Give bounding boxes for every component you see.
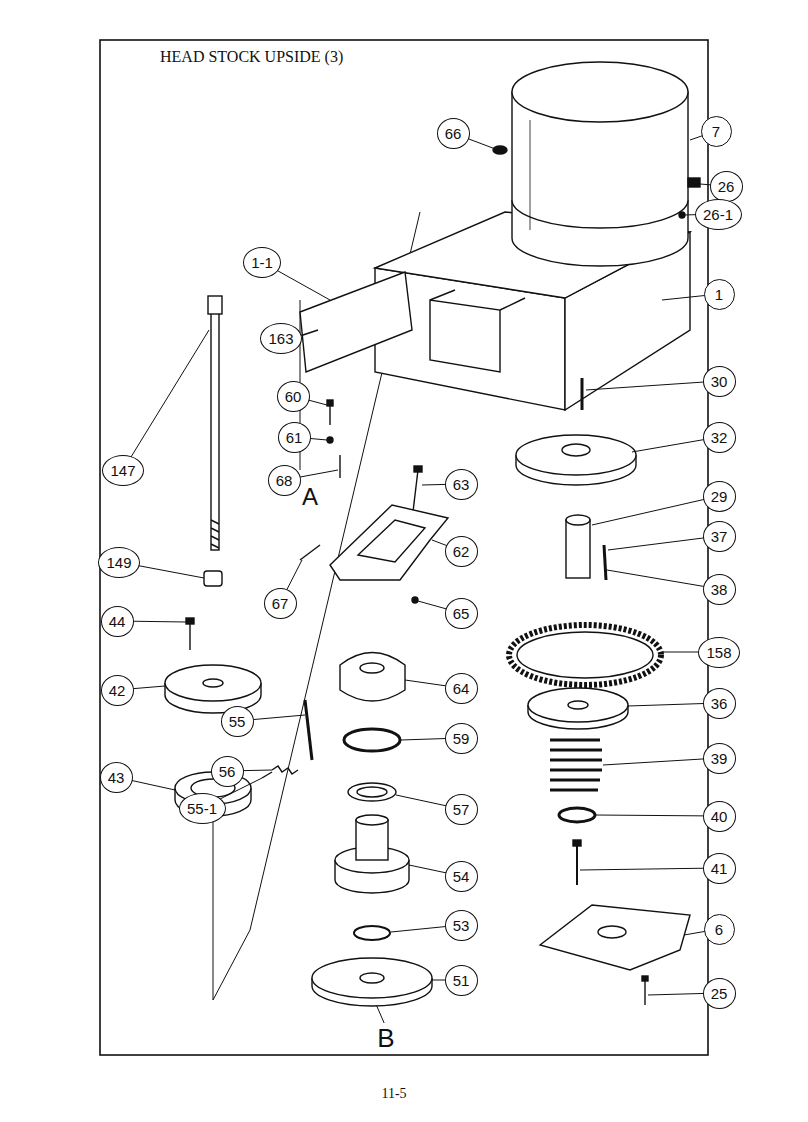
callout-circle: 26-1	[695, 199, 742, 230]
callout-circle: 66	[437, 118, 470, 149]
pulley-disk	[312, 958, 432, 1006]
callout-number: 36	[711, 695, 728, 712]
callout-circle: 55	[221, 706, 254, 737]
callout-number: 68	[276, 472, 293, 489]
callout-circle: 149	[98, 547, 140, 578]
callout-circle: 68	[268, 465, 301, 496]
callout-number: 38	[711, 581, 728, 598]
callout-number: 57	[453, 801, 470, 818]
callout-number: 55-1	[187, 800, 217, 817]
callout-circle: 59	[445, 723, 478, 754]
section-letter: B	[375, 1023, 396, 1054]
callout-number: 32	[711, 429, 728, 446]
callout-number: 147	[110, 462, 135, 479]
callout-number: 59	[453, 730, 470, 747]
callout-number: 41	[711, 860, 728, 877]
callout-circle: 55-1	[179, 793, 226, 824]
callout-circle: 56	[211, 756, 244, 787]
callout-number: 67	[272, 595, 289, 612]
callout-number: 64	[453, 680, 470, 697]
callout-circle: 158	[698, 637, 740, 668]
callout-number: 66	[445, 125, 462, 142]
callout-circle: 40	[703, 801, 736, 832]
hub	[335, 815, 409, 893]
callout-number: 26-1	[703, 206, 733, 223]
callout-circle: 43	[100, 762, 133, 793]
callout-number: 7	[712, 123, 720, 140]
callout-circle: 32	[703, 422, 736, 453]
callout-number: 39	[711, 750, 728, 767]
callout-number: 42	[109, 682, 126, 699]
callout-circle: 57	[445, 794, 478, 825]
callout-circle: 60	[277, 381, 310, 412]
callout-number: 163	[268, 330, 293, 347]
callout-circle: 26	[710, 171, 743, 202]
callout-circle: 67	[264, 588, 297, 619]
section-letter: A	[300, 483, 320, 511]
page-number: 11-5	[381, 1086, 406, 1102]
callout-number: 63	[453, 476, 470, 493]
callout-number: 6	[715, 921, 723, 938]
callout-circle: 63	[445, 469, 478, 500]
diagram-title: HEAD STOCK UPSIDE (3)	[160, 48, 343, 66]
callout-number: 149	[106, 554, 131, 571]
callout-number: 55	[229, 713, 246, 730]
sleeve	[566, 515, 590, 578]
callout-number: 54	[453, 868, 470, 885]
callout-number: 61	[286, 429, 303, 446]
callout-number: 51	[453, 972, 470, 989]
callout-circle: 51	[445, 965, 478, 996]
rod	[208, 296, 222, 550]
callout-circle: 61	[278, 422, 311, 453]
callout-number: 1-1	[251, 254, 273, 271]
cap-disk	[165, 665, 261, 713]
callout-number: 30	[711, 373, 728, 390]
callout-circle: 42	[101, 675, 134, 706]
callout-circle: 1-1	[243, 247, 281, 278]
callout-number: 44	[109, 613, 126, 630]
page-frame	[100, 40, 708, 1055]
callout-circle: 29	[703, 481, 736, 512]
callout-circle: 53	[445, 910, 478, 941]
callout-number: 53	[453, 917, 470, 934]
timing-belt	[509, 625, 661, 685]
callout-number: 26	[718, 178, 735, 195]
callout-number: 37	[711, 528, 728, 545]
bracket	[540, 905, 690, 970]
pulley	[516, 435, 636, 485]
motor	[512, 62, 688, 266]
callout-circle: 44	[101, 606, 134, 637]
callout-number: 43	[108, 769, 125, 786]
callout-circle: 39	[703, 743, 736, 774]
callout-number: 158	[706, 644, 731, 661]
callout-circle: 41	[703, 853, 736, 884]
callout-number: 25	[711, 985, 728, 1002]
detent-plate	[330, 505, 448, 580]
callout-circle: 147	[102, 455, 144, 486]
callout-number: 65	[453, 605, 470, 622]
callout-circle: 62	[445, 536, 478, 567]
disk	[528, 688, 628, 729]
callout-circle: 1	[704, 279, 735, 310]
callout-circle: 36	[703, 688, 736, 719]
callout-circle: 25	[703, 978, 736, 1009]
spring	[550, 740, 602, 790]
callout-circle: 37	[703, 521, 736, 552]
callout-circle: 54	[445, 861, 478, 892]
callout-circle: 7	[701, 116, 732, 147]
callout-circle: 65	[445, 598, 478, 629]
callout-circle: 30	[703, 366, 736, 397]
cover-plate	[300, 272, 412, 372]
callout-number: 56	[219, 763, 236, 780]
callout-circle: 6	[704, 914, 735, 945]
callout-circle: 163	[260, 323, 302, 354]
callout-number: 62	[453, 543, 470, 560]
callout-number: 1	[715, 286, 723, 303]
callout-circle: 38	[703, 574, 736, 605]
callout-number: 40	[711, 808, 728, 825]
callout-number: 29	[711, 488, 728, 505]
callout-circle: 64	[445, 673, 478, 704]
leader-lines	[116, 131, 726, 995]
callout-number: 60	[285, 388, 302, 405]
